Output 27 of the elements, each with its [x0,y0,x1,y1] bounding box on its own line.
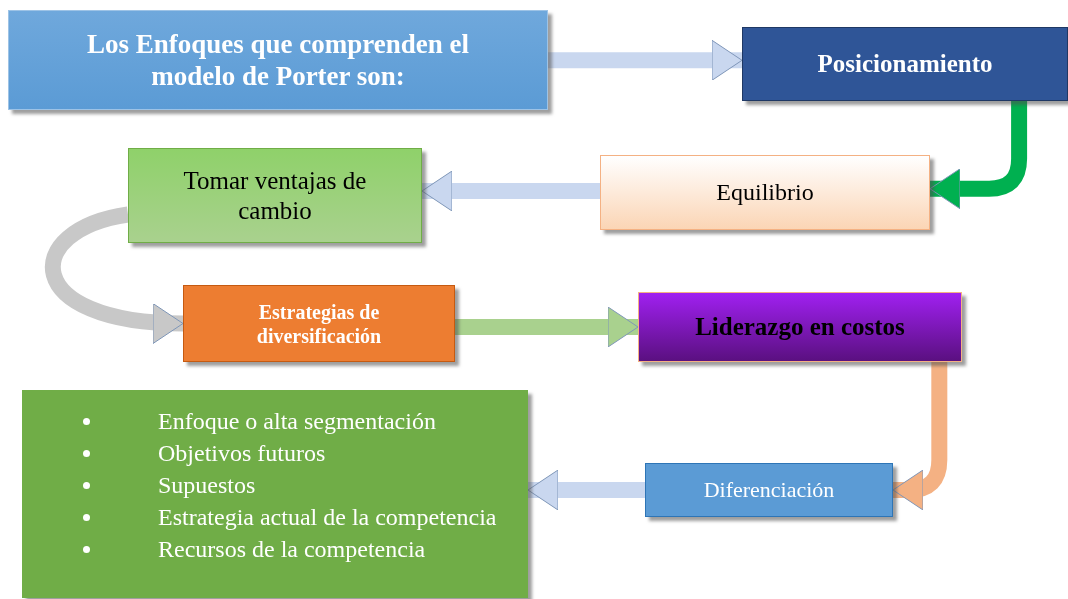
box-label: Los Enfoques que comprenden el modelo de Porter son: [86,28,470,91]
list-box [22,390,528,598]
box-label: Tomar ventajas de cambio [183,166,367,224]
box-label: Estrategias de diversificación [256,300,382,347]
process-box [8,10,548,110]
list-item: Recursos de la competencia [158,535,426,564]
block-arrow [548,39,743,81]
block-arrow [929,101,1028,210]
process-box [742,27,1068,101]
process-box [645,463,893,517]
process-box [183,285,455,362]
process-box [638,292,962,362]
box-label: Liderazgo en costos [695,313,905,340]
process-box [128,148,422,243]
block-arrow [455,306,639,348]
list-item: Objetivos futuros [158,439,326,468]
box-label: Diferenciación [703,476,835,502]
box-label: Equilibrio [716,179,814,206]
block-arrow [527,469,645,511]
block-arrow [421,170,600,212]
block-arrow [892,362,948,511]
list-item: Enfoque o alta segmentación [158,407,436,436]
list-item: Estrategia actual de la competencia [158,503,497,532]
block-arrow [45,206,184,343]
list-item: Supuestos [158,471,256,500]
box-label: Posicionamiento [817,50,993,77]
process-box [600,155,930,230]
